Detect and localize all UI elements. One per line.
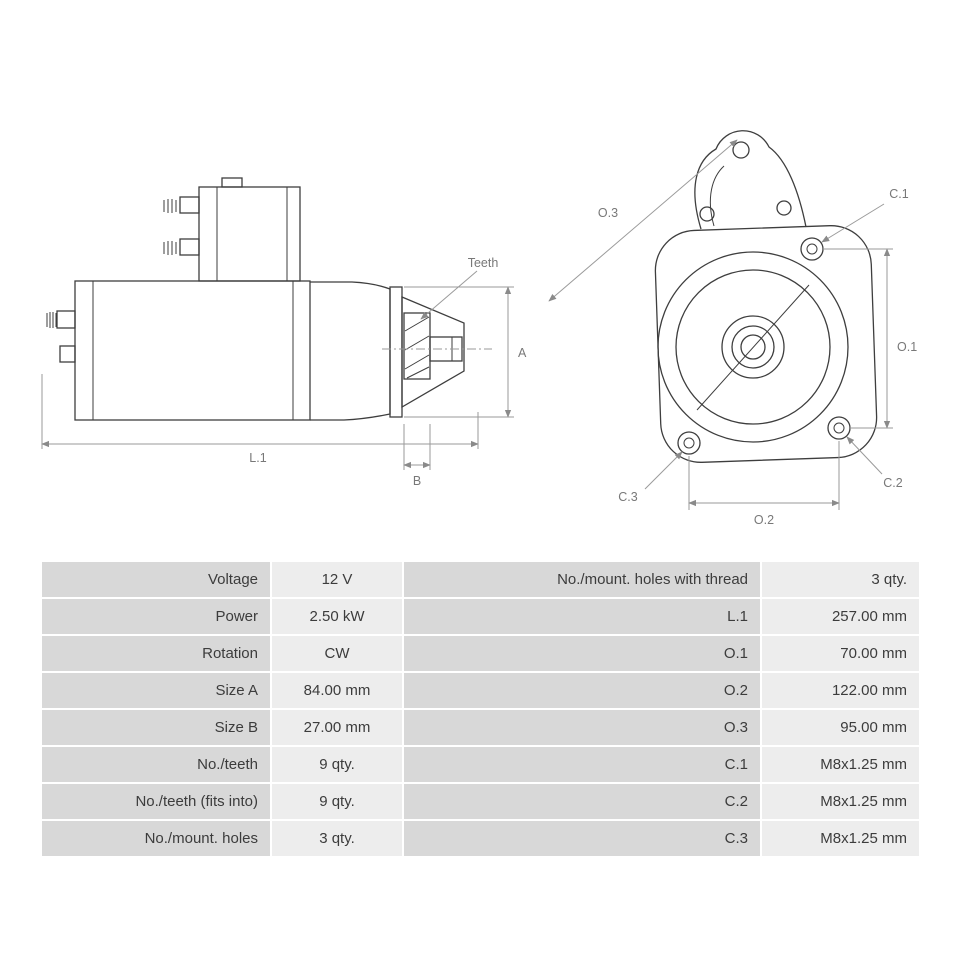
dim-o2-extension-lines xyxy=(688,441,840,510)
spec-value-teeth: 9 qty. xyxy=(272,747,402,782)
left-terminal-stud xyxy=(56,310,76,329)
drive-nose xyxy=(401,296,465,409)
spec-label-voltage: Voltage xyxy=(42,562,270,597)
spec-value-o3: 95.00 mm xyxy=(762,710,919,745)
dim-o2-label: O.2 xyxy=(754,513,774,527)
spec-label-o2: O.2 xyxy=(404,673,760,708)
bolt-hole-bottom-left xyxy=(677,431,701,455)
solenoid-terminal-upper xyxy=(179,196,200,214)
spec-label-c3: C.3 xyxy=(404,821,760,856)
spec-value-o2: 122.00 mm xyxy=(762,673,919,708)
ear-hole-right xyxy=(776,200,792,216)
dim-l1-extension-lines xyxy=(41,374,479,449)
dim-l1-label: L.1 xyxy=(249,451,266,465)
bolt-hole-bottom-right xyxy=(827,416,851,440)
solenoid-terminal-lower xyxy=(179,238,200,256)
dim-c2-label: C.2 xyxy=(883,476,903,490)
spec-label-l1: L.1 xyxy=(404,599,760,634)
dim-o3-line xyxy=(548,139,738,302)
spec-value-c3: M8x1.25 mm xyxy=(762,821,919,856)
spec-label-power: Power xyxy=(42,599,270,634)
spec-label-mount-holes: No./mount. holes xyxy=(42,821,270,856)
bolt-hole-top xyxy=(800,237,824,261)
spec-value-l1: 257.00 mm xyxy=(762,599,919,634)
yoke-top-hole xyxy=(732,141,750,159)
hub-middle xyxy=(731,325,775,369)
spec-value-size-a: 84.00 mm xyxy=(272,673,402,708)
spec-value-teeth-fits-into: 9 qty. xyxy=(272,784,402,819)
technical-drawings: Teeth A L.1 B xyxy=(41,130,917,527)
dim-b-label: B xyxy=(413,474,421,488)
spec-label-rotation: Rotation xyxy=(42,636,270,671)
spec-value-mount-holes: 3 qty. xyxy=(272,821,402,856)
dim-b-extension-lines xyxy=(403,424,431,470)
spec-label-size-a: Size A xyxy=(42,673,270,708)
front-view-drawing: O.3 C.1 O.1 O.2 C.2 C.3 xyxy=(548,130,917,527)
hub-outer xyxy=(721,315,785,379)
teeth-label: Teeth xyxy=(468,256,499,270)
dim-c1-label: C.1 xyxy=(889,187,909,201)
spec-label-o1: O.1 xyxy=(404,636,760,671)
spec-value-o1: 70.00 mm xyxy=(762,636,919,671)
spec-label-c1: C.1 xyxy=(404,747,760,782)
dim-a-extension-lines xyxy=(404,286,514,418)
flange-face-circle xyxy=(657,251,849,443)
spec-label-o3: O.3 xyxy=(404,710,760,745)
spec-value-c1: M8x1.25 mm xyxy=(762,747,919,782)
dim-o1-extension-lines xyxy=(823,248,893,429)
spec-label-mount-holes-thread: No./mount. holes with thread xyxy=(404,562,760,597)
side-view-drawing: Teeth A L.1 B xyxy=(41,177,527,488)
mounting-flange-plate xyxy=(389,286,403,418)
motor-body xyxy=(74,280,311,421)
left-lower-stud xyxy=(59,345,76,363)
ear-hole-left xyxy=(699,206,715,222)
pinion-gear xyxy=(403,312,431,380)
spec-label-c2: C.2 xyxy=(404,784,760,819)
spec-value-c2: M8x1.25 mm xyxy=(762,784,919,819)
dim-o3-label: O.3 xyxy=(598,206,618,220)
spec-value-power: 2.50 kW xyxy=(272,599,402,634)
solenoid xyxy=(198,186,301,282)
solenoid-top-lug xyxy=(221,177,243,188)
spec-table: Voltage 12 V No./mount. holes with threa… xyxy=(42,562,919,856)
dim-a-label: A xyxy=(518,346,527,360)
spec-label-teeth-fits-into: No./teeth (fits into) xyxy=(42,784,270,819)
spec-value-rotation: CW xyxy=(272,636,402,671)
dim-c3-leader xyxy=(644,451,683,490)
spec-value-mount-holes-thread: 3 qty. xyxy=(762,562,919,597)
shaft-hole xyxy=(740,334,766,360)
dim-c1-leader xyxy=(821,203,885,243)
spec-value-size-b: 27.00 mm xyxy=(272,710,402,745)
flange-inner-circle xyxy=(675,269,831,425)
dim-o1-label: O.1 xyxy=(897,340,917,354)
spec-value-voltage: 12 V xyxy=(272,562,402,597)
drive-end-bracket xyxy=(310,281,391,421)
teeth-leader-line xyxy=(420,270,478,320)
face-diagonal-line xyxy=(696,284,810,411)
dim-c3-label: C.3 xyxy=(618,490,638,504)
dim-c2-leader xyxy=(846,436,883,475)
spec-label-teeth: No./teeth xyxy=(42,747,270,782)
spec-label-size-b: Size B xyxy=(42,710,270,745)
